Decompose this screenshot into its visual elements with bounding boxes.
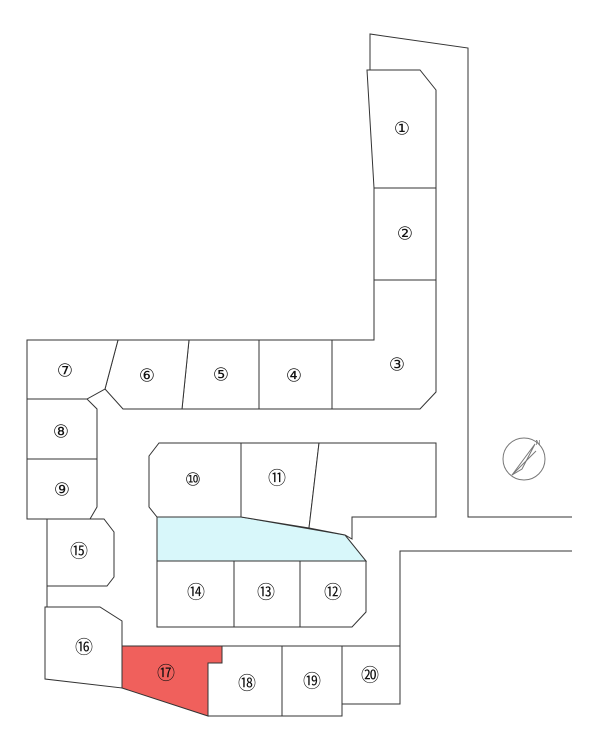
lot-label-2: ② bbox=[397, 224, 413, 245]
lot-label-3: ③ bbox=[389, 355, 405, 376]
lot-1[interactable] bbox=[366, 69, 437, 189]
lot-label-4: ④ bbox=[286, 366, 302, 387]
lot-label-13: ⑬ bbox=[257, 583, 275, 604]
lot-label-1: ① bbox=[394, 119, 410, 140]
lot-9[interactable] bbox=[26, 458, 98, 520]
lot-3[interactable] bbox=[331, 279, 437, 410]
lot-14[interactable] bbox=[156, 560, 235, 628]
lot-19[interactable] bbox=[281, 645, 343, 717]
lot-label-5: ⑤ bbox=[213, 365, 229, 386]
lot-label-9: ⑨ bbox=[54, 480, 70, 501]
lot-label-15: ⑮ bbox=[70, 542, 88, 563]
lot-label-16: ⑯ bbox=[75, 638, 93, 659]
lot-label-20: ⑳ bbox=[361, 666, 379, 687]
lot-label-12: ⑫ bbox=[324, 583, 342, 604]
lot-11-rear bbox=[308, 442, 437, 540]
lot-20[interactable] bbox=[341, 645, 401, 705]
lot-8[interactable] bbox=[26, 398, 98, 460]
svg-text:N: N bbox=[535, 439, 540, 447]
lot-12[interactable] bbox=[299, 560, 367, 628]
lot-label-11: ⑪ bbox=[268, 469, 286, 490]
lot-label-10: ⑩ bbox=[185, 470, 201, 491]
lot-label-14: ⑭ bbox=[187, 583, 205, 604]
lot-4[interactable] bbox=[258, 339, 333, 410]
lot-label-18: ⑱ bbox=[238, 674, 256, 695]
boundary-top-right bbox=[369, 33, 572, 518]
lot-label-6: ⑥ bbox=[139, 366, 155, 387]
lot-label-17: ⑰ bbox=[157, 664, 175, 685]
lot-7[interactable] bbox=[26, 339, 119, 400]
lot-label-7: ⑦ bbox=[57, 361, 73, 382]
boundary-lower-right bbox=[399, 550, 572, 646]
lot-label-8: ⑧ bbox=[53, 422, 69, 443]
lot-15[interactable] bbox=[46, 518, 115, 587]
compass-icon: N bbox=[502, 437, 546, 481]
lot-label-19: ⑲ bbox=[303, 672, 321, 693]
